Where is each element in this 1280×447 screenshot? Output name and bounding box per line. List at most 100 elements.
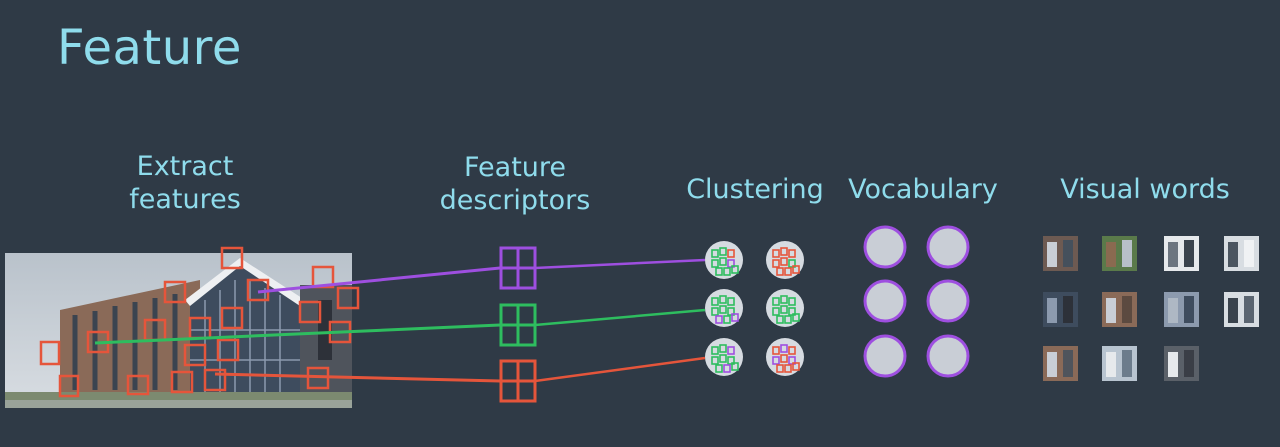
visual-word-detail bbox=[1228, 242, 1238, 267]
feature-box bbox=[183, 343, 207, 367]
cluster-feature bbox=[780, 257, 788, 266]
visual-word-detail bbox=[1063, 296, 1073, 323]
cluster-feature bbox=[776, 315, 784, 324]
cluster-feature bbox=[788, 259, 796, 268]
cluster-feature bbox=[727, 356, 735, 365]
connector-line bbox=[257, 266, 501, 294]
cluster-feature bbox=[772, 249, 780, 258]
cluster-feature bbox=[776, 267, 784, 276]
cluster-feature bbox=[723, 315, 731, 324]
vocabulary-word bbox=[926, 225, 970, 269]
cluster-feature bbox=[731, 265, 739, 274]
cluster-feature bbox=[780, 354, 788, 363]
visual-word-detail bbox=[1184, 240, 1194, 267]
cluster-feature bbox=[727, 346, 735, 355]
cluster-feature bbox=[788, 346, 796, 355]
connector-line bbox=[214, 372, 501, 383]
vocabulary-word bbox=[863, 225, 907, 269]
building-photo bbox=[5, 253, 352, 408]
cluster-feature bbox=[719, 295, 727, 304]
visual-word-detail bbox=[1106, 352, 1116, 377]
feature-box bbox=[163, 280, 187, 304]
connector-line bbox=[534, 258, 706, 270]
vocabulary-word bbox=[926, 279, 970, 323]
visual-word-detail bbox=[1168, 298, 1178, 323]
connector-line bbox=[534, 308, 706, 327]
cluster-feature bbox=[788, 249, 796, 258]
feature-box bbox=[170, 370, 194, 394]
visual-word-detail bbox=[1063, 240, 1073, 267]
visual-words-label: Visual words bbox=[1060, 174, 1230, 205]
feature-box bbox=[336, 286, 360, 310]
visual-word-detail bbox=[1106, 242, 1116, 267]
cluster-feature bbox=[784, 267, 792, 276]
cluster-feature bbox=[772, 356, 780, 365]
cluster-feature bbox=[711, 307, 719, 316]
cluster-feature bbox=[727, 249, 735, 258]
feature-box bbox=[39, 340, 61, 366]
cluster-feature bbox=[715, 315, 723, 324]
cluster-feature bbox=[772, 346, 780, 355]
vocabulary-word bbox=[863, 279, 907, 323]
cluster-feature bbox=[723, 267, 731, 276]
cluster-feature bbox=[719, 257, 727, 266]
vocabulary-word bbox=[863, 334, 907, 378]
cluster-feature bbox=[780, 305, 788, 314]
cluster-feature bbox=[731, 313, 739, 322]
cluster-feature bbox=[784, 364, 792, 373]
cluster-feature bbox=[792, 362, 800, 371]
cluster-feature bbox=[711, 346, 719, 355]
cluster-feature bbox=[715, 267, 723, 276]
connector-line bbox=[534, 356, 706, 383]
cluster-feature bbox=[780, 344, 788, 353]
cluster-feature bbox=[731, 362, 739, 371]
cluster-feature bbox=[711, 259, 719, 268]
visual-word-detail bbox=[1122, 350, 1132, 377]
feature-box bbox=[220, 246, 244, 270]
cluster-feature bbox=[723, 364, 731, 373]
cluster-feature bbox=[792, 313, 800, 322]
feature-box bbox=[298, 300, 322, 324]
cluster-feature bbox=[792, 265, 800, 274]
visual-word-detail bbox=[1228, 298, 1238, 323]
cluster-feature bbox=[711, 356, 719, 365]
visual-word-detail bbox=[1168, 352, 1178, 377]
cluster-feature bbox=[772, 297, 780, 306]
visual-word-detail bbox=[1063, 350, 1073, 377]
cluster-feature bbox=[772, 307, 780, 316]
feature-descriptors-label: Feature descriptors bbox=[439, 152, 591, 216]
cluster-feature bbox=[719, 354, 727, 363]
visual-word-detail bbox=[1122, 296, 1132, 323]
cluster-feature bbox=[784, 315, 792, 324]
cluster-feature bbox=[727, 259, 735, 268]
vocabulary-label: Vocabulary bbox=[848, 174, 998, 205]
cluster-feature bbox=[711, 297, 719, 306]
cluster-feature bbox=[788, 356, 796, 365]
cluster-feature bbox=[715, 364, 723, 373]
cluster-feature bbox=[772, 259, 780, 268]
visual-word-detail bbox=[1184, 350, 1194, 377]
cluster-feature bbox=[719, 305, 727, 314]
slide-title: Feature bbox=[57, 20, 242, 76]
cluster-feature bbox=[719, 247, 727, 256]
cluster-feature bbox=[727, 297, 735, 306]
cluster-feature bbox=[788, 307, 796, 316]
connector-line bbox=[94, 323, 501, 345]
feature-box bbox=[58, 374, 80, 398]
feature-box bbox=[220, 306, 244, 330]
cluster-feature bbox=[711, 249, 719, 258]
visual-word-detail bbox=[1122, 240, 1132, 267]
cluster-feature bbox=[788, 297, 796, 306]
visual-word-detail bbox=[1184, 296, 1194, 323]
visual-word-detail bbox=[1244, 296, 1254, 323]
extract-features-label: Extract features bbox=[129, 151, 241, 215]
clustering-label: Clustering bbox=[686, 174, 824, 205]
visual-word-detail bbox=[1106, 298, 1116, 323]
cluster-feature bbox=[780, 247, 788, 256]
feature-box bbox=[126, 374, 150, 396]
visual-word-detail bbox=[1047, 352, 1057, 377]
vocabulary-word bbox=[926, 334, 970, 378]
cluster-feature bbox=[780, 295, 788, 304]
visual-word-detail bbox=[1244, 240, 1254, 267]
visual-word-detail bbox=[1047, 242, 1057, 267]
